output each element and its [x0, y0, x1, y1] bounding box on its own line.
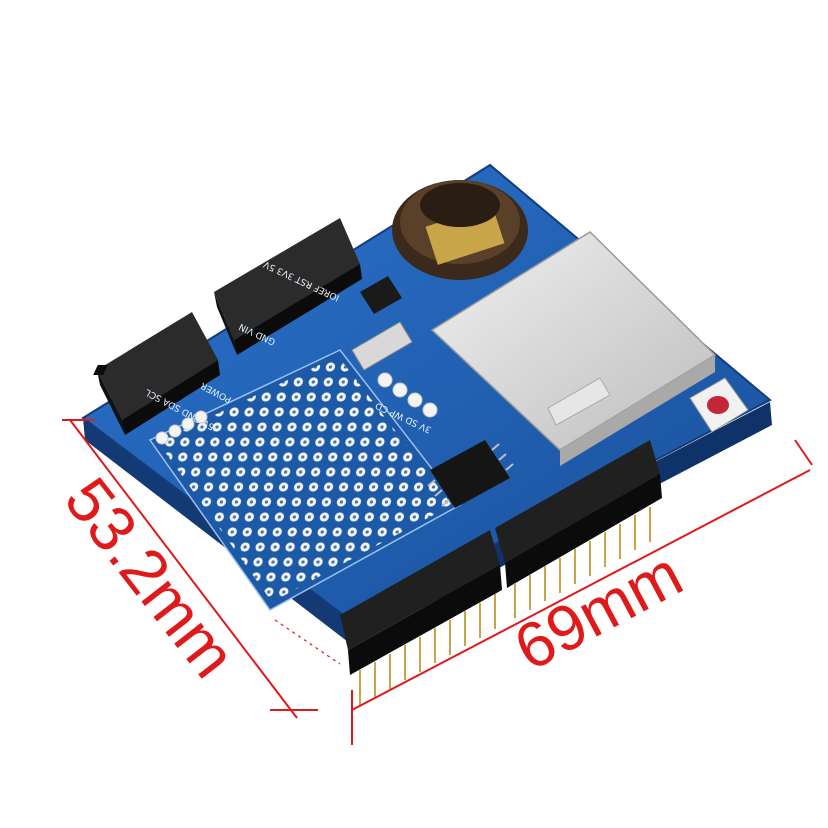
i2c-pads — [155, 410, 208, 445]
header-power — [214, 218, 362, 355]
dimension-height — [62, 419, 318, 719]
logic-chip — [427, 440, 514, 508]
dimension-width — [351, 439, 813, 745]
crystal-oscillator — [351, 321, 413, 371]
proto-pad-grid — [158, 356, 452, 602]
header-left — [93, 312, 220, 435]
battery-holder — [392, 180, 528, 280]
header-bottom-right — [495, 440, 662, 588]
sd-breakout-pads — [377, 372, 438, 418]
reset-button — [689, 377, 749, 433]
shield-board: HW-169 IOREF RST 3V3 5V GND VIN 5V GND S… — [81, 163, 772, 705]
rtc-chip — [360, 276, 402, 314]
dimension-helper — [274, 619, 341, 665]
header-pins — [359, 507, 651, 705]
header-bottom-left — [340, 530, 502, 675]
sd-card-slot — [430, 231, 717, 466]
